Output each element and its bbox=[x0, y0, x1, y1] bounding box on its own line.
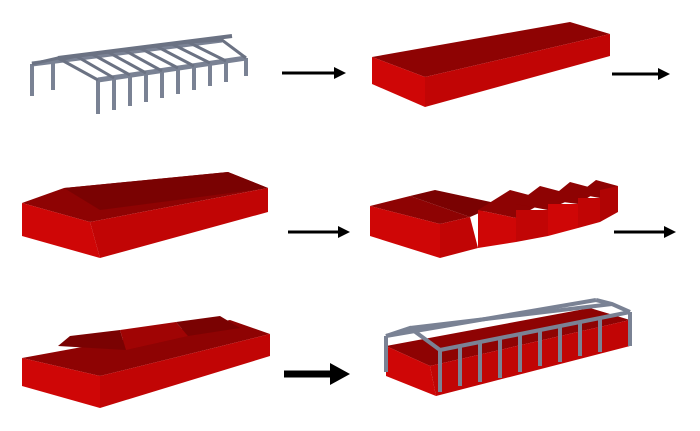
frame-columns bbox=[30, 58, 248, 114]
segmented-model bbox=[370, 180, 618, 258]
arrow-2 bbox=[612, 68, 670, 80]
arrow-4 bbox=[614, 226, 676, 238]
steel-frame-model bbox=[30, 34, 248, 114]
frame-rafters bbox=[31, 38, 247, 82]
solid-block-model bbox=[372, 22, 610, 107]
arrow-5 bbox=[284, 363, 350, 385]
pitched-roof-model bbox=[22, 172, 268, 258]
arrow-3 bbox=[288, 226, 350, 238]
arrow-1 bbox=[282, 67, 346, 79]
sawtooth-roof-model bbox=[22, 316, 270, 408]
overlay-frame bbox=[384, 298, 632, 392]
framed-block-model bbox=[384, 298, 632, 396]
